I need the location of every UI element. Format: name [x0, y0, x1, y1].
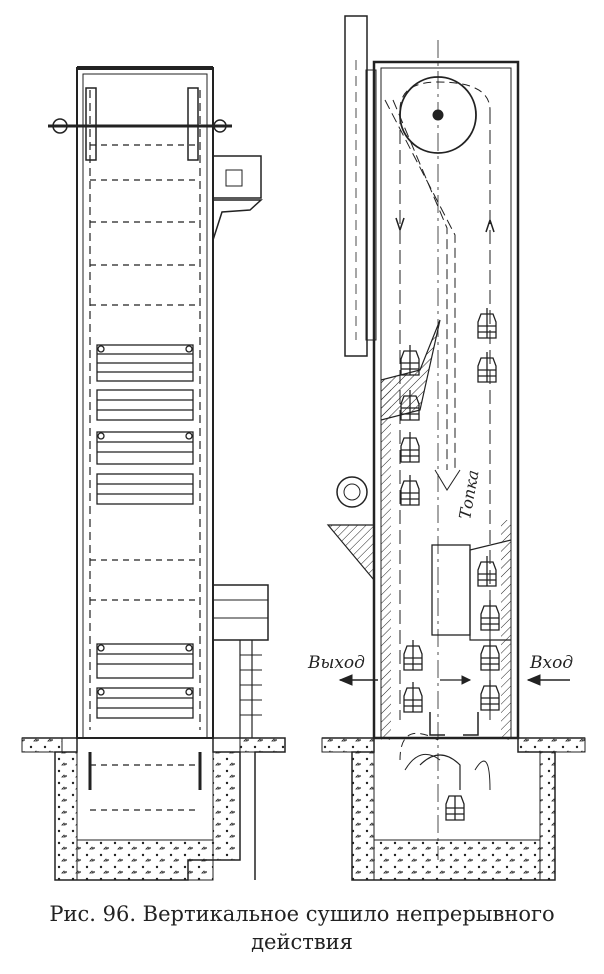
exit-label: Выход	[307, 653, 365, 673]
section-view	[321, 15, 586, 881]
dryer-drawing: Выход Вход Топка	[21, 15, 586, 881]
figure-caption-line-2: действия	[251, 930, 353, 954]
entry-label: Вход	[529, 653, 573, 673]
side-elevation-view	[21, 66, 286, 881]
figure-caption-line-1: Рис. 96. Вертикальное сушило непрерывног…	[49, 902, 555, 926]
furnace-label: Топка	[455, 468, 482, 520]
